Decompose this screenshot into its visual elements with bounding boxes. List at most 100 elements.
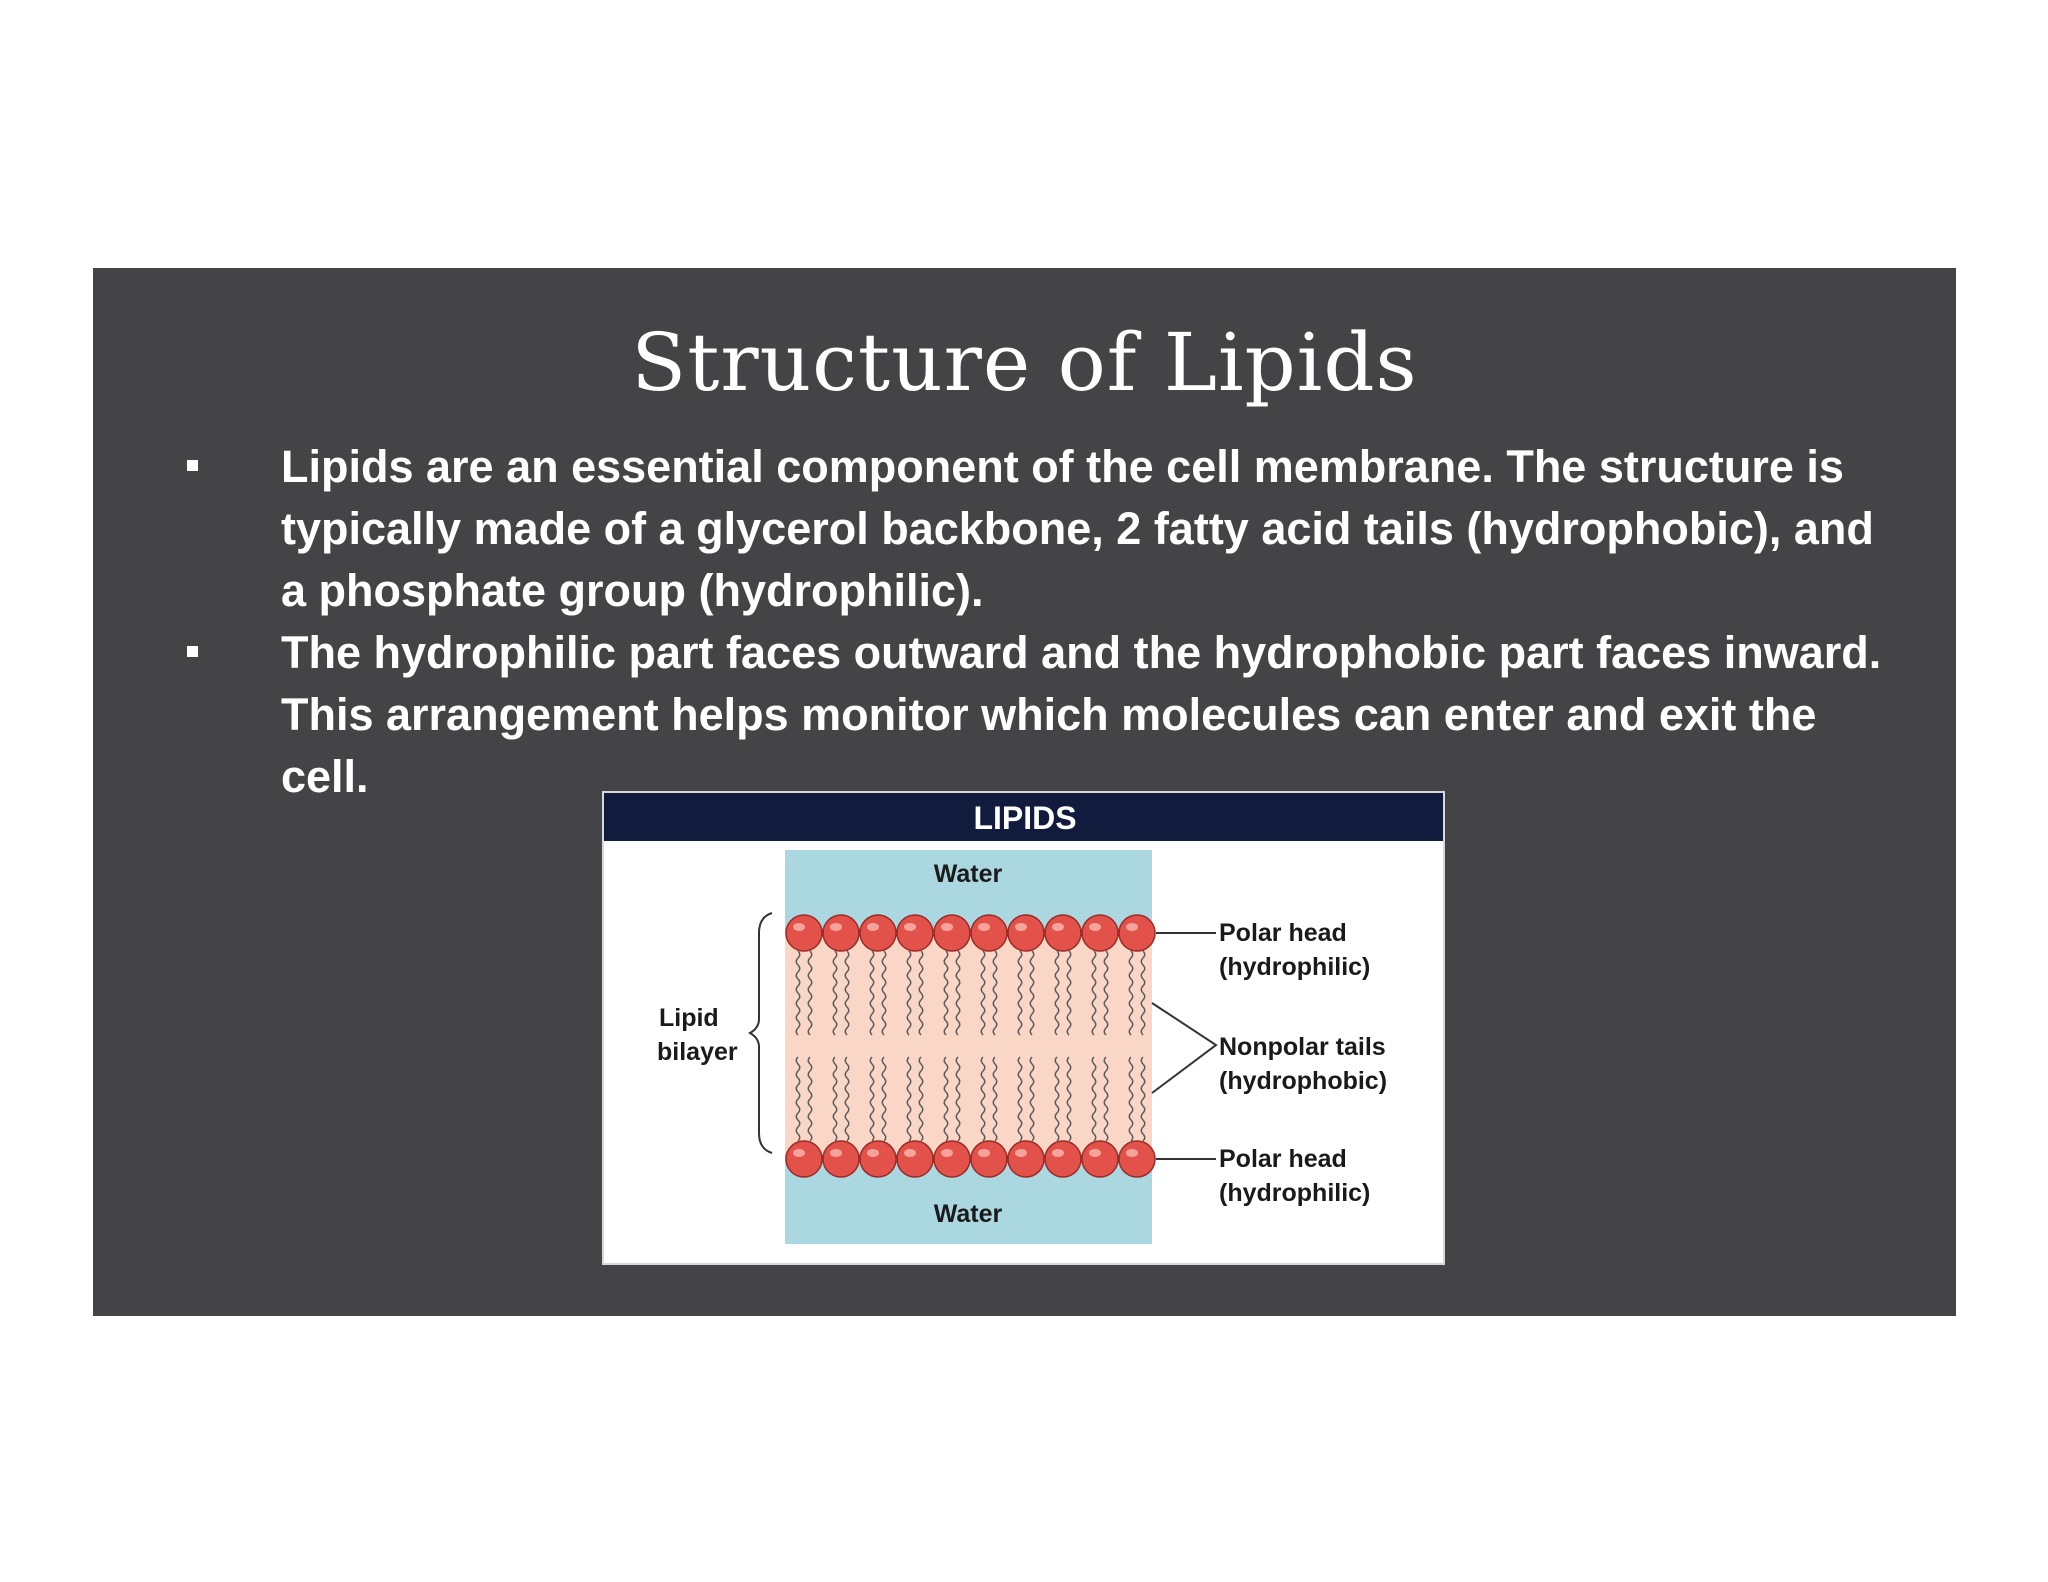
- bullet-item: Lipids are an essential component of the…: [183, 436, 1883, 622]
- fatty-acid-tail: [980, 1056, 986, 1142]
- fatty-acid-tail: [1140, 950, 1146, 1036]
- phosphate-head-highlight: [1089, 1149, 1101, 1157]
- fatty-acid-tail: [1029, 950, 1035, 1036]
- fatty-acid-tail: [906, 1056, 912, 1142]
- phosphate-heads: [785, 914, 1156, 1178]
- fatty-acid-tail: [807, 1056, 813, 1142]
- lipid-bilayer-diagram: LIPIDS Water Water Lipid bilayer Polar h…: [604, 793, 1443, 1244]
- bullet-item: The hydrophilic part faces outward and t…: [183, 622, 1883, 808]
- bullet-list: Lipids are an essential component of the…: [183, 436, 1883, 808]
- fatty-acid-tail: [844, 950, 850, 1036]
- phosphate-head: [1081, 914, 1119, 952]
- phosphate-head: [933, 1140, 971, 1178]
- water-top-label: Water: [934, 860, 1003, 888]
- phosphate-head-highlight: [1015, 923, 1027, 931]
- fatty-acid-tail: [980, 950, 986, 1036]
- fatty-acid-tail: [1103, 950, 1109, 1036]
- nonpolar-tails-label-line2: (hydrophobic): [1219, 1067, 1387, 1095]
- polar-head-top-label-line2: (hydrophilic): [1219, 953, 1370, 981]
- phosphate-head-highlight: [941, 1149, 953, 1157]
- fatty-acid-tail: [1091, 1056, 1097, 1142]
- phosphate-head-highlight: [904, 923, 916, 931]
- polar-head-top-label-line1: Polar head: [1219, 919, 1347, 947]
- fatty-acid-tail: [832, 1056, 838, 1142]
- fatty-acid-tail: [881, 950, 887, 1036]
- phosphate-head: [822, 914, 860, 952]
- phosphate-head-highlight: [793, 1149, 805, 1157]
- phosphate-head: [859, 914, 897, 952]
- phosphate-head-highlight: [867, 1149, 879, 1157]
- bullet-text: The hydrophilic part faces outward and t…: [281, 627, 1882, 802]
- slide: Structure of Lipids Lipids are an essent…: [93, 268, 1956, 1316]
- fatty-acid-tail: [1091, 950, 1097, 1036]
- phosphate-head: [970, 1140, 1008, 1178]
- fatty-acid-tail: [795, 1056, 801, 1142]
- nonpolar-tails-pointer: [1151, 1002, 1218, 1094]
- fatty-acid-tail: [869, 1056, 875, 1142]
- diagram-header-bar: [604, 793, 1443, 841]
- phosphate-head: [1081, 1140, 1119, 1178]
- bilayer-brace: [747, 912, 773, 1154]
- fatty-acid-tail: [844, 1056, 850, 1142]
- phosphate-head-highlight: [830, 923, 842, 931]
- phosphate-head: [896, 914, 934, 952]
- phosphate-head-highlight: [830, 1149, 842, 1157]
- phosphate-head: [1044, 914, 1082, 952]
- phosphate-head: [785, 914, 823, 952]
- fatty-acid-tail: [807, 950, 813, 1036]
- polar-head-bottom-label-line1: Polar head: [1219, 1145, 1347, 1173]
- phosphate-head-highlight: [1015, 1149, 1027, 1157]
- fatty-acid-tail: [1029, 1056, 1035, 1142]
- fatty-acid-tail: [992, 950, 998, 1036]
- fatty-acid-tail: [955, 1056, 961, 1142]
- phosphate-head-highlight: [1052, 923, 1064, 931]
- fatty-acid-tail: [1054, 1056, 1060, 1142]
- bullet-text: Lipids are an essential component of the…: [281, 441, 1874, 616]
- phosphate-head: [896, 1140, 934, 1178]
- phosphate-head-highlight: [1089, 923, 1101, 931]
- fatty-acid-tail: [1054, 950, 1060, 1036]
- fatty-acid-tail: [1017, 950, 1023, 1036]
- fatty-acid-tail: [869, 950, 875, 1036]
- fatty-acid-tail: [1066, 950, 1072, 1036]
- nonpolar-tails-label-line1: Nonpolar tails: [1219, 1033, 1386, 1061]
- phosphate-head-highlight: [1126, 923, 1138, 931]
- phosphate-head-highlight: [1126, 1149, 1138, 1157]
- lipid-bilayer-figure: LIPIDS Water Water Lipid bilayer Polar h…: [602, 791, 1445, 1265]
- bilayer-label-line2: bilayer: [657, 1038, 738, 1066]
- phosphate-head: [970, 914, 1008, 952]
- fatty-acid-tail: [943, 950, 949, 1036]
- hydrophobic-core: [785, 931, 1152, 1153]
- bilayer-label-line1: Lipid: [659, 1004, 719, 1032]
- phosphate-head: [1007, 914, 1045, 952]
- phosphate-head: [822, 1140, 860, 1178]
- bullet-square-icon: [187, 646, 198, 657]
- fatty-acid-tail: [881, 1056, 887, 1142]
- phosphate-head-highlight: [978, 1149, 990, 1157]
- diagram-header: LIPIDS: [973, 800, 1076, 836]
- phosphate-head: [859, 1140, 897, 1178]
- polar-head-bottom-label-line2: (hydrophilic): [1219, 1179, 1370, 1207]
- phosphate-head: [785, 1140, 823, 1178]
- fatty-acid-tail: [906, 950, 912, 1036]
- water-bottom-label: Water: [934, 1200, 1003, 1228]
- fatty-acid-tail: [1017, 1056, 1023, 1142]
- fatty-acid-tail: [1103, 1056, 1109, 1142]
- slide-title: Structure of Lipids: [631, 316, 1418, 409]
- phosphate-head-highlight: [941, 923, 953, 931]
- phosphate-head: [1118, 914, 1156, 952]
- phosphate-head: [1118, 1140, 1156, 1178]
- fatty-acid-tail: [1140, 1056, 1146, 1142]
- phosphate-head-highlight: [793, 923, 805, 931]
- fatty-acid-tail: [1128, 950, 1134, 1036]
- fatty-acid-tail: [918, 950, 924, 1036]
- fatty-acid-tail: [918, 1056, 924, 1142]
- fatty-acid-tail: [943, 1056, 949, 1142]
- phosphate-head-highlight: [978, 923, 990, 931]
- fatty-acid-tail: [992, 1056, 998, 1142]
- fatty-acid-tail: [955, 950, 961, 1036]
- fatty-acid-tail: [1128, 1056, 1134, 1142]
- phosphate-head-highlight: [867, 923, 879, 931]
- fatty-acid-tail: [795, 950, 801, 1036]
- bullet-square-icon: [187, 460, 198, 471]
